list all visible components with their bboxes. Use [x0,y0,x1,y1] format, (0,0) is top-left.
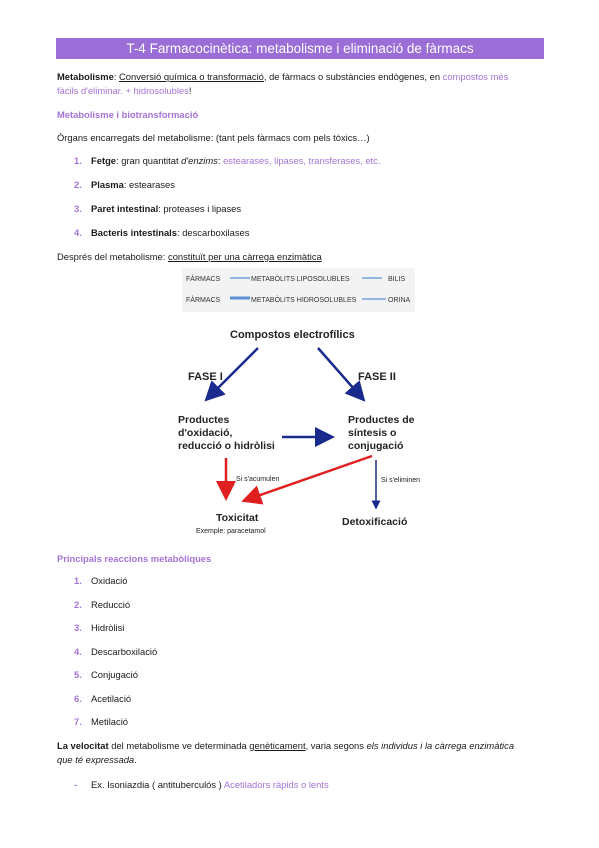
intro-definition-rest: , de fàrmacs o substàncies endògenes, en [263,71,443,82]
organ-name: Plasma [91,179,124,190]
intro-term: Metabolisme [57,71,114,82]
organ-item-intestinal-bacteria: 4. Bacteris intestinals: descarboxilases [74,227,249,238]
arrow-phase1 [204,347,259,402]
intro-colon: : [113,71,120,82]
node-electrophilic: Compostos electrofílics [230,329,355,341]
intro-definition-highlight-2: fàcils d'eliminar. + hidrosolubles [57,85,189,96]
list-bullet: - [74,779,78,790]
organ-item-plasma: 2. Plasma: estearases [74,179,175,190]
legend-urine: ORINA [388,297,411,304]
list-item: 4. Descarboxilació [74,646,157,657]
list-number: 5. [74,669,82,680]
list-item: 7. Metilació [74,716,128,727]
organ-name: Fetge [91,155,117,166]
list-number: 3. [74,203,82,214]
node-line: Productes [178,414,230,426]
organ-name: Paret intestinal [91,203,159,214]
velocity-term: La velocitat [57,740,109,751]
organ-text: : gran quantitat [116,155,182,166]
after-metabolism-label: Després del metabolisme: [57,251,168,262]
section-heading-reactions: Principals reaccions metabòliques [57,553,212,564]
legend-lipo: METABÒLITS LIPOSOLUBLES [251,274,350,283]
organ-item-intestinal-wall: 3. Paret intestinal: proteases i lipases [74,203,241,214]
legend-drugs-1: FÀRMACS [186,274,221,283]
label-example: Exemple: paracetamol [196,528,266,535]
velocity-end: . [134,754,137,765]
node-line: Productes de [348,414,415,426]
organ-text-sep: : [217,155,224,166]
reaction-label: Acetilació [91,693,132,704]
label-eliminate: Si s'eliminen [381,477,420,484]
list-number: 3. [74,622,82,633]
list-item: 1. Oxidació [74,575,127,586]
reaction-label: Reducció [91,599,131,610]
after-metabolism: Després del metabolisme: constituït per … [57,251,322,262]
reaction-label: Hidròlisi [91,622,125,633]
node-line: conjugació [348,440,403,452]
reaction-label: Descarboxilació [91,646,158,657]
list-item: 5. Conjugació [74,669,138,680]
list-item: 6. Acetilació [74,693,131,704]
organ-text: : descarboxilases [176,227,250,238]
label-phase1: FASE I [188,371,223,383]
intro-paragraph-line2: fàcils d'eliminar. + hidrosolubles! [57,85,191,96]
label-phase2: FASE II [358,371,396,383]
after-metabolism-underlined: constituït per una càrrega enzimàtica [168,251,322,262]
legend-hydro: METABÒLITS HIDROSOLUBLES [251,295,357,304]
node-line: d'oxidació, [178,427,233,439]
reaction-label: Metilació [91,716,128,727]
page-title: T-4 Farmacocinètica: metabolisme i elimi… [56,38,544,59]
velocity-text: , varia segons [305,740,367,751]
node-phase1-products: Productes d'oxidació, reducció o hidròli… [178,414,275,452]
list-number: 2. [74,179,82,190]
velocity-text: del metabolisme ve determinada [108,740,250,751]
list-number: 4. [74,646,82,657]
list-number: 2. [74,599,82,610]
velocity-italic: que té expressada [57,754,135,765]
list-number: 7. [74,716,82,727]
list-number: 6. [74,693,82,704]
velocity-underlined: genèticament [249,740,306,751]
organs-intro: Òrgans encarregats del metabolisme: (tan… [57,132,370,143]
intro-end: ! [188,85,192,96]
list-number: 4. [74,227,82,238]
example-highlight: Acetiladors ràpids o lents [223,779,329,790]
arrow-to-toxicity [241,454,373,505]
node-phase2-products: Productes de síntesis o conjugació [348,414,417,452]
intro-definition-highlight-1: compostos més [442,71,509,82]
metabolism-diagram: FÀRMACS METABÒLITS LIPOSOLUBLES BILIS FÀ… [178,274,420,535]
section-heading-metabolism: Metabolisme i biotransformació [57,109,199,120]
example-list-item: - Ex. Isoniazdia ( antituberculós ) Aceti… [74,779,329,790]
velocity-paragraph: La velocitat del metabolisme ve determin… [57,740,514,751]
reaction-label: Conjugació [91,669,138,680]
list-item: 2. Reducció [74,599,130,610]
arrow-phase2 [317,347,366,402]
example-text: Ex. Isoniazdia ( antituberculós ) [91,779,224,790]
reaction-label: Oxidació [91,575,128,586]
legend-drugs-2: FÀRMACS [186,295,221,304]
label-accumulate: Si s'acumulen [236,476,279,483]
organ-text-italic: d'enzims [181,155,218,166]
legend-bile: BILIS [388,276,405,283]
node-toxicity: Toxicitat [216,512,259,524]
list-number: 1. [74,155,82,166]
organ-item-liver: 1. Fetge: gran quantitat d'enzims: estear… [74,155,380,166]
diagram-legend-background [182,268,415,312]
velocity-italic: els individus i la càrrega enzimàtica [366,740,515,751]
list-item: 3. Hidròlisi [74,622,124,633]
organ-name: Bacteris intestinals [91,227,177,238]
organ-text: : estearases [123,179,175,190]
organ-enzymes: estearases, lipases, transferases, etc. [223,155,381,166]
node-line: síntesis o [348,427,396,439]
node-line: reducció o hidròlisi [178,440,275,452]
organ-text: : proteases i lipases [158,203,242,214]
intro-paragraph: Metabolisme: Conversió química o transfo… [57,71,508,82]
list-number: 1. [74,575,82,586]
velocity-paragraph-line2: que té expressada. [57,754,137,765]
node-detox: Detoxificació [342,516,407,528]
intro-definition-underlined: Conversió química o transformació [119,71,264,82]
